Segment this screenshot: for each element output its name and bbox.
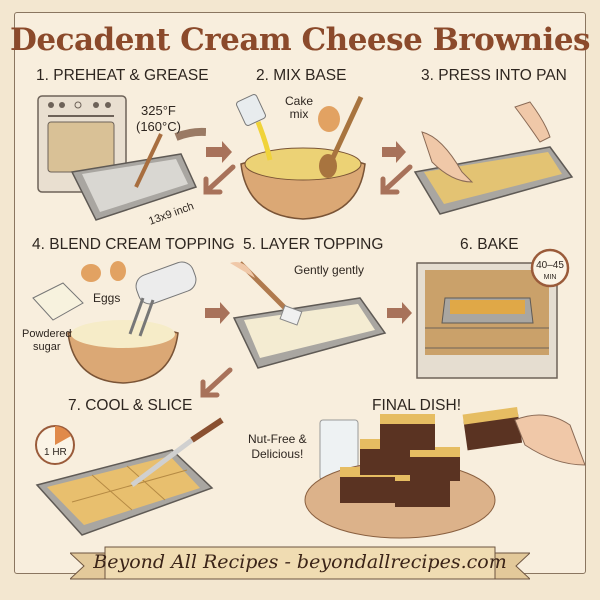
step-2-heading: 2. MIX BASE [256, 67, 347, 84]
oven-and-pan-illustration [37, 95, 206, 221]
nut-free-note: Nut-Free &Delicious! [248, 432, 307, 461]
gently-note: Gently gently [294, 263, 365, 277]
step-6-heading: 6. BAKE [460, 236, 519, 253]
hand-mixer-icon [135, 261, 197, 305]
step-1-heading: 1. PREHEAT & GREASE [36, 67, 209, 84]
knife-icon [130, 438, 194, 487]
oven-temperature: 325°F(160°C) [136, 103, 181, 134]
wooden-spoon-icon [328, 95, 364, 164]
eggs-note: Eggs [93, 291, 121, 305]
pastry-brush-icon [134, 133, 163, 188]
footer-banner [70, 546, 530, 580]
page-title: Decadent Cream Cheese Brownies [9, 22, 591, 58]
cream-cheese-block-icon [32, 282, 84, 321]
blend-topping-illustration [32, 261, 197, 384]
layer-topping-illustration [230, 261, 387, 369]
final-dish-heading: FINAL DISH! [372, 397, 461, 414]
step-3-heading: 3. PRESS INTO PAN [421, 67, 567, 84]
step-7-heading: 7. COOL & SLICE [68, 397, 193, 414]
egg-icon [81, 264, 101, 282]
step-5-heading: 5. LAYER TOPPING [243, 236, 384, 253]
timer-icon [530, 248, 570, 288]
footer-website[interactable]: Beyond All Recipes - beyondallrecipes.co… [93, 551, 507, 573]
step-4-heading: 4. BLEND CREAM TOPPING [32, 236, 235, 253]
press-into-pan-illustration [413, 101, 574, 215]
egg-icon [318, 106, 340, 132]
mixing-bowl-illustration [236, 94, 366, 220]
cool-slice-illustration [35, 417, 224, 536]
measuring-cup-icon [236, 94, 266, 126]
cool-time: 1 HR [44, 447, 67, 458]
hand-icon [421, 131, 474, 183]
final-dish-illustration [304, 407, 586, 539]
oven-bake-illustration [416, 262, 558, 379]
hand-icon [514, 414, 586, 466]
brownie-stack-icon [340, 414, 460, 507]
egg-icon [110, 261, 126, 281]
